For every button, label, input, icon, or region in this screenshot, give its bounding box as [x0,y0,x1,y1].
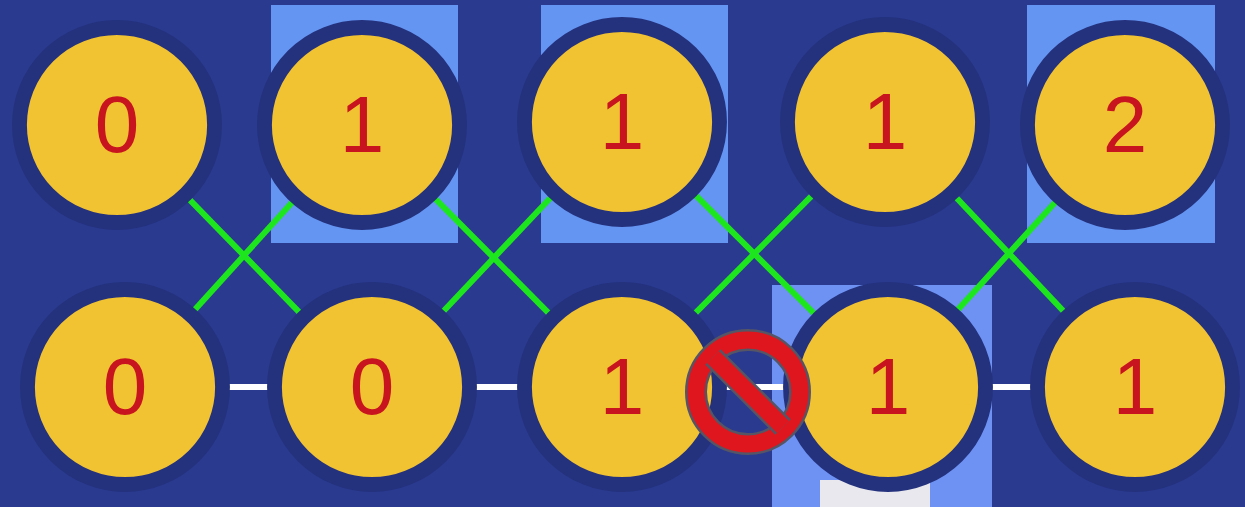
number-circle: 2 [1019,19,1231,231]
number-circle: 1 [779,16,991,228]
text-wrap: 0 [19,281,231,493]
text-wrap: 0 [266,281,478,493]
circle-number: 2 [1103,85,1148,165]
connector-line [724,384,786,390]
connector-line [188,198,301,314]
text-wrap: 0 [11,19,223,231]
circle-number: 0 [350,347,395,427]
circle-number: 1 [600,82,645,162]
number-circle: 1 [782,281,994,493]
number-circle: 0 [19,281,231,493]
text-wrap: 1 [1029,281,1241,493]
text-wrap: 2 [1019,19,1231,231]
connector-line [227,384,270,390]
connector-line [694,194,813,314]
connector-line [474,384,520,390]
circle-number: 1 [340,85,385,165]
number-circle: 1 [516,281,728,493]
prohibited-sign [696,340,800,444]
connector-line [956,201,1056,312]
circle-number: 0 [95,85,140,165]
number-circle: 1 [516,16,728,228]
number-circle: 0 [266,281,478,493]
circle-number: 1 [600,347,645,427]
text-wrap: 1 [779,16,991,228]
connector-line [442,196,552,313]
text-wrap: 1 [782,281,994,493]
text-wrap: 1 [256,19,468,231]
number-circle: 1 [1029,281,1241,493]
text-wrap: 1 [516,281,728,493]
circle-number: 1 [1113,347,1158,427]
circle-number: 1 [863,82,908,162]
connector-line [955,196,1065,313]
connector-line [694,194,815,315]
circle-number: 1 [866,347,911,427]
number-circle: 0 [11,19,223,231]
text-wrap: 1 [516,16,728,228]
circle-number: 0 [103,347,148,427]
connector-line [990,384,1033,390]
number-circle: 1 [256,19,468,231]
highlight-square [772,285,992,507]
connector-line [193,201,293,312]
